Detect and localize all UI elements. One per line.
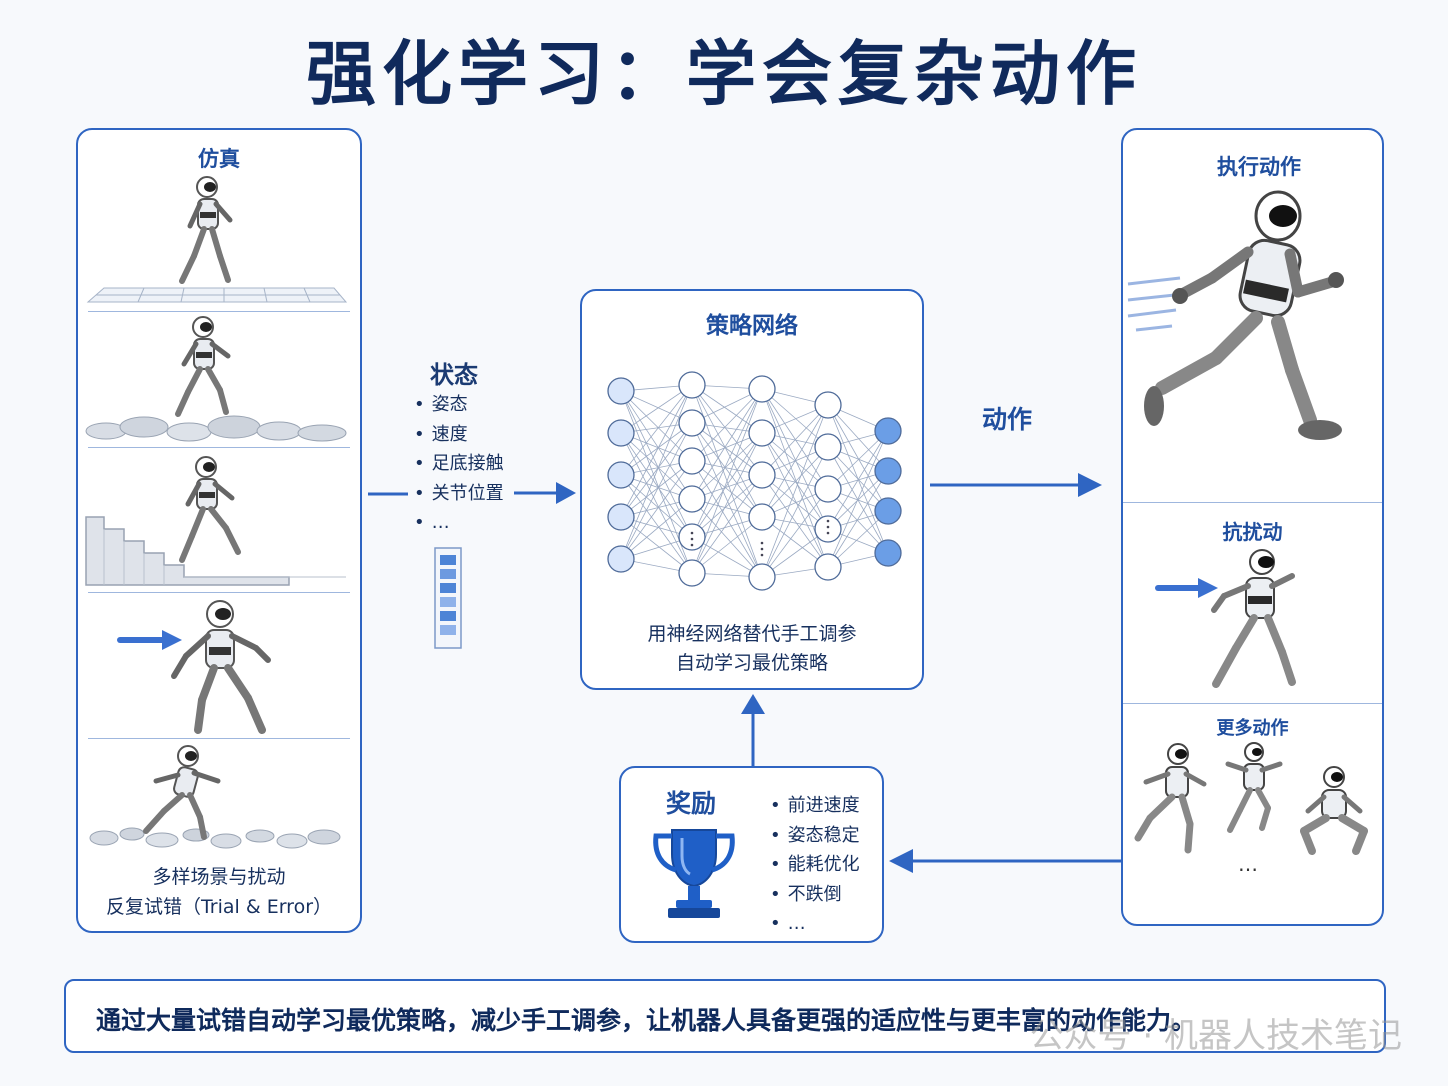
robot-balancing-icon xyxy=(168,600,278,740)
sim-divider xyxy=(88,738,350,739)
nn-node xyxy=(815,434,841,460)
sim-divider xyxy=(88,447,350,448)
sim-divider xyxy=(88,592,350,593)
nn-node xyxy=(749,376,775,402)
nn-node xyxy=(679,448,705,474)
nn-node xyxy=(815,392,841,418)
arrow-reward-to-policy xyxy=(738,692,768,766)
state-item: … xyxy=(414,508,504,538)
nn-node xyxy=(608,420,634,446)
nn-node xyxy=(749,420,775,446)
nn-node xyxy=(608,462,634,488)
state-list: 姿态 速度 足底接触 关节位置 … xyxy=(414,390,504,538)
reward-item: 能耗优化 xyxy=(770,850,860,880)
nn-node xyxy=(875,418,901,444)
reward-item: 不跌倒 xyxy=(770,880,860,910)
nn-node xyxy=(749,504,775,530)
nn-node xyxy=(679,410,705,436)
state-item: 速度 xyxy=(414,420,504,450)
more-actions-ellipsis: … xyxy=(1238,852,1258,876)
state-title: 状态 xyxy=(430,355,478,390)
execute-divider xyxy=(1123,703,1382,704)
reward-list: 前进速度 姿态稳定 能耗优化 不跌倒 … xyxy=(770,791,860,939)
nn-ellipsis-dot xyxy=(827,526,830,529)
reward-item: 姿态稳定 xyxy=(770,821,860,851)
sim-divider xyxy=(88,311,350,312)
simulation-caption-line2: 反复试错（Trial & Error） xyxy=(76,892,362,919)
state-item: 姿态 xyxy=(414,390,504,420)
nn-node xyxy=(608,504,634,530)
robot-squat-icon xyxy=(1294,765,1374,857)
nn-ellipsis-dot xyxy=(691,532,694,535)
nn-node xyxy=(679,560,705,586)
nn-node xyxy=(749,564,775,590)
simulation-title: 仿真 xyxy=(76,143,362,173)
robot-walking-icon xyxy=(170,176,240,291)
nn-ellipsis-dot xyxy=(691,544,694,547)
policy-caption-line2: 自动学习最优策略 xyxy=(580,648,924,675)
state-vector-icon xyxy=(434,547,462,649)
reward-title: 奖励 xyxy=(666,784,716,820)
arrow-execute-to-reward xyxy=(886,846,1122,876)
robot-walking-icon xyxy=(166,316,236,426)
reward-item: 前进速度 xyxy=(770,791,860,821)
robot-running-large-icon xyxy=(1140,190,1350,450)
state-item: 关节位置 xyxy=(414,479,504,509)
nn-ellipsis-dot xyxy=(761,542,764,545)
disturbance-title: 抗扰动 xyxy=(1121,516,1384,545)
execute-divider xyxy=(1123,502,1382,503)
nn-node xyxy=(679,372,705,398)
arrow-policy-to-execute xyxy=(930,470,1106,500)
watermark: 公众号 · 机器人技术笔记 xyxy=(1030,1008,1402,1057)
robot-lunge-icon xyxy=(1132,742,1212,857)
nn-node xyxy=(749,462,775,488)
robot-disturbance-icon xyxy=(1200,548,1310,693)
state-item: 足底接触 xyxy=(414,449,504,479)
action-label: 动作 xyxy=(982,400,1032,436)
more-actions-title: 更多动作 xyxy=(1121,714,1384,740)
nn-ellipsis-dot xyxy=(827,532,830,535)
robot-climbing-icon xyxy=(168,456,248,568)
nn-node xyxy=(815,476,841,502)
nn-ellipsis-dot xyxy=(761,554,764,557)
execute-title: 执行动作 xyxy=(1121,151,1397,181)
arrow-state-to-policy xyxy=(514,480,578,506)
nn-node xyxy=(679,486,705,512)
nn-ellipsis-dot xyxy=(827,520,830,523)
nn-node xyxy=(875,498,901,524)
nn-node xyxy=(875,458,901,484)
robot-running-icon xyxy=(138,745,228,845)
page-title: 强化学习：学会复杂动作 xyxy=(0,18,1448,119)
nn-node xyxy=(875,540,901,566)
trophy-icon xyxy=(648,826,740,920)
arrow-to-state xyxy=(368,484,408,504)
nn-node xyxy=(815,554,841,580)
policy-caption-line1: 用神经网络替代手工调参 xyxy=(580,619,924,646)
nn-node xyxy=(608,546,634,572)
nn-ellipsis-dot xyxy=(761,548,764,551)
nn-node xyxy=(608,378,634,404)
reward-item: … xyxy=(770,909,860,939)
robot-jump-icon xyxy=(1222,742,1286,837)
simulation-caption-line1: 多样场景与扰动 xyxy=(76,862,362,889)
nn-ellipsis-dot xyxy=(691,538,694,541)
